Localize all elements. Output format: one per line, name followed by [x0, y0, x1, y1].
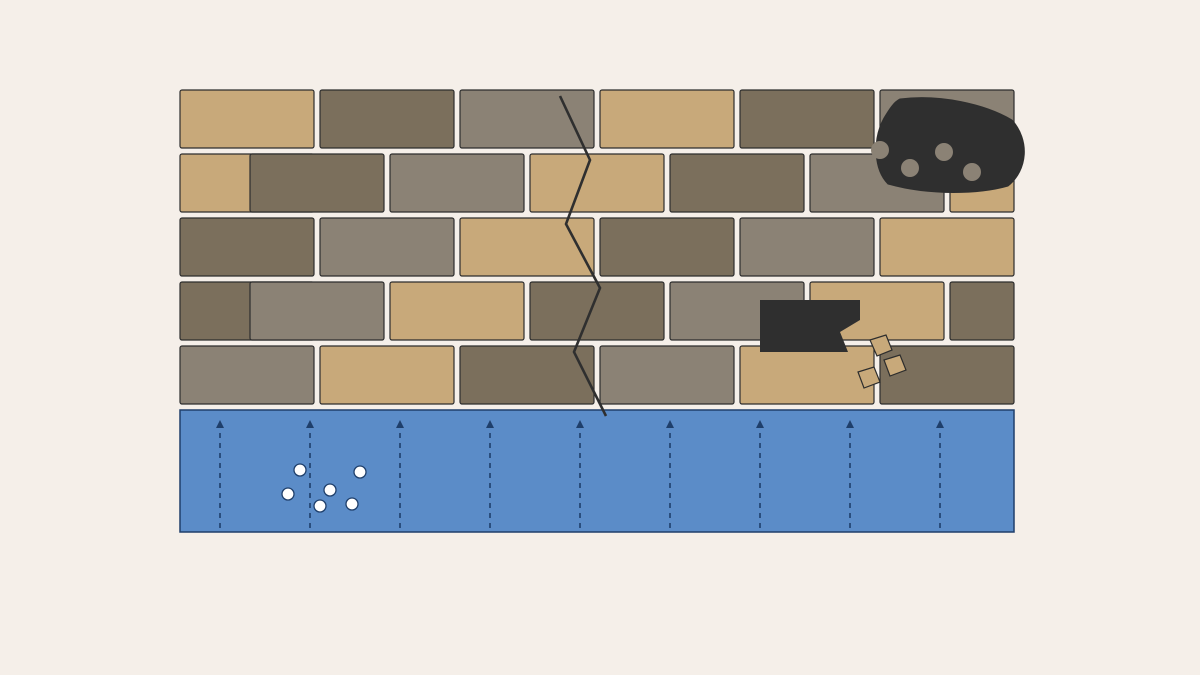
brick — [319, 89, 455, 149]
missing-brick-chunk — [760, 300, 860, 352]
brick — [949, 281, 1015, 341]
brick — [459, 89, 595, 149]
stain-spot — [935, 143, 953, 161]
brick — [669, 153, 805, 213]
brick — [879, 217, 1015, 277]
stain-spot — [963, 163, 981, 181]
brick — [529, 281, 665, 341]
moisture-bubble — [293, 463, 307, 477]
brick — [739, 89, 875, 149]
brick — [459, 217, 595, 277]
brick — [389, 281, 525, 341]
arrow-head-icon — [216, 420, 224, 428]
wall-damage — [558, 95, 1025, 417]
moisture-bubble — [313, 499, 327, 513]
brick — [179, 217, 315, 277]
brick — [599, 345, 735, 405]
brick — [459, 345, 595, 405]
moisture-bubble — [353, 465, 367, 479]
arrow-head-icon — [666, 420, 674, 428]
arrow-head-icon — [936, 420, 944, 428]
brick — [879, 345, 1015, 405]
brick — [739, 345, 875, 405]
brick — [319, 345, 455, 405]
stain-spot — [871, 141, 889, 159]
moisture-bubble — [323, 483, 337, 497]
brick — [179, 89, 315, 149]
brick-wall — [179, 89, 1015, 405]
groundwater-zone — [179, 409, 1015, 533]
brick-fragment — [857, 366, 881, 389]
moisture-bubble — [281, 487, 295, 501]
arrow-head-icon — [306, 420, 314, 428]
brick — [599, 89, 735, 149]
arrow-head-icon — [396, 420, 404, 428]
arrow-head-icon — [846, 420, 854, 428]
stain-spot — [901, 159, 919, 177]
brick — [389, 153, 525, 213]
arrow-head-icon — [576, 420, 584, 428]
brick — [529, 153, 665, 213]
brick-fragment — [869, 334, 893, 357]
brick — [179, 345, 315, 405]
arrow-head-icon — [756, 420, 764, 428]
brick — [739, 217, 875, 277]
brick — [249, 153, 385, 213]
brick — [249, 281, 385, 341]
moisture-bubble — [345, 497, 359, 511]
brick — [319, 217, 455, 277]
brick-fragment — [883, 354, 907, 377]
arrow-head-icon — [486, 420, 494, 428]
brick — [599, 217, 735, 277]
crack-line — [558, 95, 608, 417]
